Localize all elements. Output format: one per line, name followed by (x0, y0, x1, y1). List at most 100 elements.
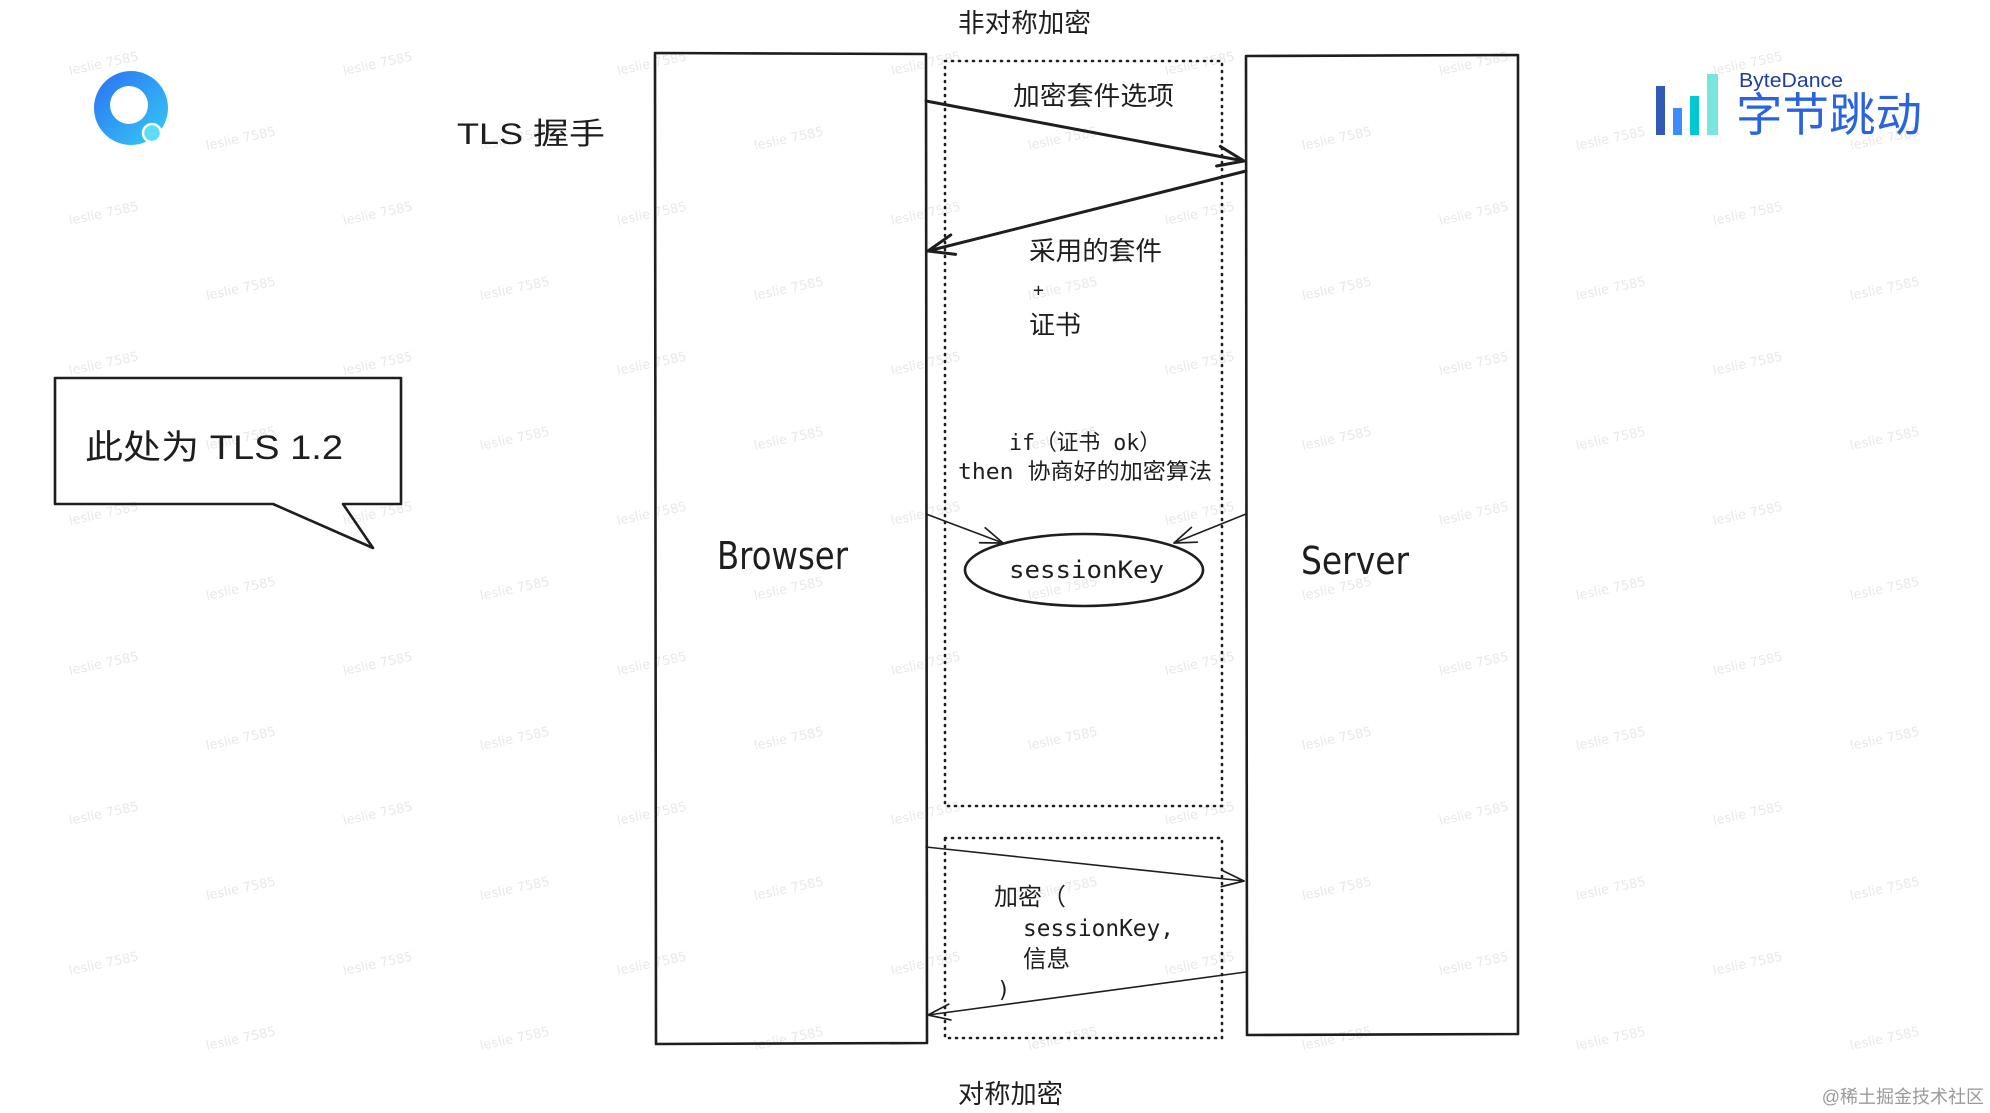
watermark-text: leslie 7585 (1849, 575, 1921, 604)
watermark-text: leslie 7585 (479, 1025, 551, 1054)
bytedance-bars-icon (1656, 74, 1718, 135)
watermark-text: leslie 7585 (1301, 725, 1373, 754)
watermark-text: leslie 7585 (1712, 650, 1784, 679)
watermark-text: leslie 7585 (68, 200, 140, 229)
watermark-text: leslie 7585 (205, 875, 277, 904)
brand-logo: ByteDance 字节跳动 (1656, 70, 1922, 141)
watermark-text: leslie 7585 (1027, 125, 1099, 154)
watermark-text: leslie 7585 (1849, 1025, 1921, 1054)
watermark-text: leslie 7585 (342, 200, 414, 229)
callout-text: 此处为 TLS 1.2 (85, 429, 343, 467)
server-hello-label-line3: 证书 (1029, 310, 1081, 340)
encrypted-response-arrow (927, 971, 1247, 1021)
negotiation-if-text: if（证书 ok） (1009, 431, 1161, 456)
watermark-text: leslie 7585 (1712, 200, 1784, 229)
watermark-text: leslie 7585 (1849, 425, 1921, 454)
watermark-text: leslie 7585 (1575, 125, 1647, 154)
page-title: TLS 握手 (457, 118, 605, 151)
server-lifeline: Server (1244, 53, 1520, 1037)
callout-bubble: 此处为 TLS 1.2 (53, 376, 403, 550)
brand-name-en: ByteDance (1739, 70, 1843, 92)
watermark-text: leslie 7585 (1301, 1025, 1373, 1054)
watermark-text: leslie 7585 (753, 875, 825, 904)
watermark-text: leslie 7585 (616, 200, 688, 229)
watermark-text: leslie 7585 (479, 425, 551, 454)
watermark-text: leslie 7585 (1438, 800, 1510, 829)
phase-label-asymmetric: 非对称加密 (958, 8, 1091, 38)
watermark-text: leslie 7585 (1575, 875, 1647, 904)
client-hello-arrow (924, 99, 1246, 168)
encrypted-exchange-line3: 信息 (1023, 946, 1070, 973)
watermark-text: leslie 7585 (205, 725, 277, 754)
watermark-text: leslie 7585 (1164, 800, 1236, 829)
watermark-text: leslie 7585 (342, 650, 414, 679)
watermark-text: leslie 7585 (753, 275, 825, 304)
watermark-text: leslie 7585 (1849, 875, 1921, 904)
watermark-text: leslie 7585 (616, 800, 688, 829)
watermark-text: leslie 7585 (1575, 1025, 1647, 1054)
server-to-sessionkey-arrow (1173, 513, 1247, 544)
watermark-text: leslie 7585 (479, 725, 551, 754)
watermark-text: leslie 7585 (1027, 725, 1099, 754)
watermark-text: leslie 7585 (68, 350, 140, 379)
watermark-text: leslie 7585 (616, 650, 688, 679)
watermark-text: leslie 7585 (753, 1025, 825, 1054)
watermark-text: leslie 7585 (753, 125, 825, 154)
server-hello-label-line1: 采用的套件 (1029, 236, 1162, 266)
ring-logo-icon (94, 71, 168, 145)
watermark-text: leslie 7585 (1438, 950, 1510, 979)
watermark-text: leslie 7585 (1712, 350, 1784, 379)
watermark-text: leslie 7585 (205, 125, 277, 154)
encrypted-request-arrow (925, 846, 1245, 888)
watermark-text: leslie 7585 (1438, 200, 1510, 229)
browser-to-sessionkey-arrow (925, 513, 1004, 544)
watermark-text: leslie 7585 (1164, 200, 1236, 229)
watermark-text: leslie 7585 (1575, 725, 1647, 754)
watermark-text: leslie 7585 (753, 725, 825, 754)
phase-label-symmetric: 对称加密 (958, 1079, 1063, 1109)
watermark-text: leslie 7585 (205, 275, 277, 304)
watermark-text: leslie 7585 (1301, 875, 1373, 904)
watermark-text: leslie 7585 (342, 950, 414, 979)
watermark-text: leslie 7585 (1301, 425, 1373, 454)
watermark-text: leslie 7585 (479, 275, 551, 304)
negotiation-then-text: then 协商好的加密算法 (958, 460, 1212, 485)
watermark-text: leslie 7585 (342, 50, 414, 79)
client-hello-label: 加密套件选项 (1013, 81, 1174, 111)
session-key-node: sessionKey (963, 532, 1205, 608)
watermark-text: leslie 7585 (1027, 1025, 1099, 1054)
watermark-text: leslie 7585 (1575, 425, 1647, 454)
encrypted-exchange-line1: 加密（ (994, 884, 1066, 911)
encrypted-exchange-line2: sessionKey, (1023, 916, 1174, 942)
watermark-text: leslie 7585 (68, 650, 140, 679)
watermark-text: leslie 7585 (1575, 575, 1647, 604)
watermark-text: leslie 7585 (342, 800, 414, 829)
watermark-text: leslie 7585 (1301, 125, 1373, 154)
watermark-text: leslie 7585 (68, 800, 140, 829)
watermark-text: leslie 7585 (1712, 500, 1784, 529)
symmetric-phase-region (943, 836, 1224, 1040)
watermark-text: leslie 7585 (1849, 275, 1921, 304)
watermark-text: leslie 7585 (479, 575, 551, 604)
watermark-text: leslie 7585 (1301, 275, 1373, 304)
watermark-text: leslie 7585 (205, 1025, 277, 1054)
watermark-text: leslie 7585 (1849, 725, 1921, 754)
session-key-label: sessionKey (1009, 556, 1164, 584)
server-hello-label-line2: + (1033, 280, 1044, 301)
watermark-text: leslie 7585 (1164, 500, 1236, 529)
footer-credit: @稀土掘金技术社区 (1822, 1087, 1984, 1107)
server-hello-arrow (926, 169, 1248, 256)
watermark-text: leslie 7585 (753, 425, 825, 454)
watermark-text: leslie 7585 (616, 350, 688, 379)
watermark-text: leslie 7585 (1438, 500, 1510, 529)
browser-label: Browser (717, 534, 848, 578)
watermark-text: leslie 7585 (342, 350, 414, 379)
watermark-text: leslie 7585 (1164, 650, 1236, 679)
watermark-text: leslie 7585 (1438, 350, 1510, 379)
watermark-text: leslie 7585 (205, 575, 277, 604)
watermark-text: leslie 7585 (616, 500, 688, 529)
watermark-text: leslie 7585 (1164, 50, 1236, 79)
watermark-text: leslie 7585 (616, 950, 688, 979)
watermark-text: leslie 7585 (68, 950, 140, 979)
